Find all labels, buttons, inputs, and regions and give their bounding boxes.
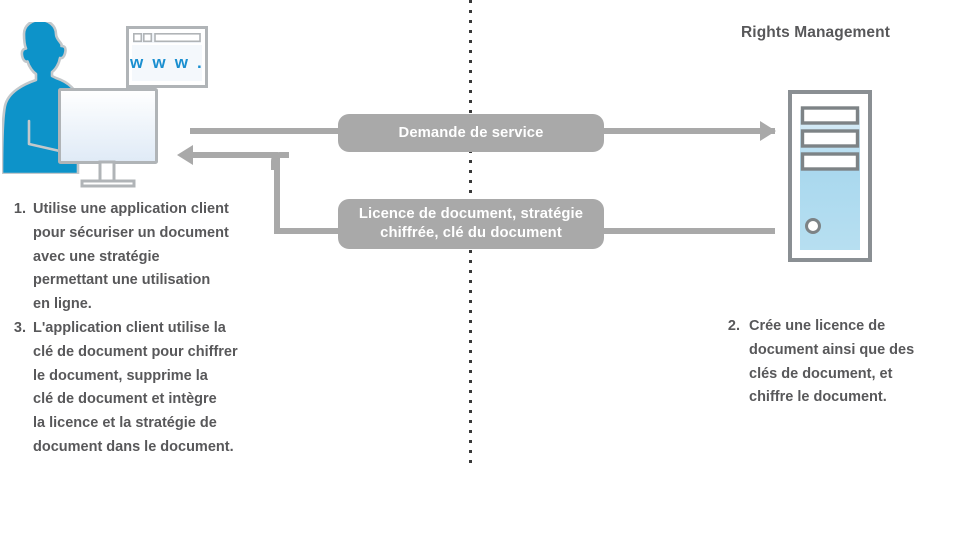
server-slot-2 [800,129,860,148]
right-step-list: 2. Crée une licence de document ainsi qu… [710,315,969,410]
list-item: 1. Utilise une application client pour s… [0,198,300,317]
server-slot-3 [800,152,860,171]
step-text: Crée une licence de document ainsi que d… [749,318,915,406]
response-arrow-head [177,145,193,165]
left-step-list: 1. Utilise une application client pour s… [0,198,300,460]
server-slot-1 [800,106,860,125]
request-arrow-head [760,121,776,141]
step-text: L'application client utilise la clé de d… [33,319,238,455]
step-number: 3. [13,319,26,336]
message-label-response-text: Licence de document, stratégie chiffrée,… [358,206,584,241]
desktop-monitor-icon [58,88,158,188]
rights-management-title: Rights Management [741,24,890,41]
list-item: 3. L'application client utilise la clé d… [0,317,300,460]
browser-address-text: w w w . [129,53,204,72]
step-number: 1. [13,201,26,217]
browser-window-icon: w w w . [126,26,208,88]
message-label-response: Licence de document, stratégie chiffrée,… [338,199,604,249]
server-tower-icon [788,90,872,262]
step-number: 2. [727,318,740,334]
server-power-button-icon [805,218,821,234]
message-label-request-text: Demande de service [398,124,544,141]
step-text: Utilise une application client pour sécu… [33,201,229,313]
response-line-vertical [274,158,280,234]
message-label-request: Demande de service [338,114,604,152]
response-line-corner [271,152,289,170]
response-line-horizontal-upper [186,152,278,158]
list-item: 2. Crée une licence de document ainsi qu… [710,315,969,410]
